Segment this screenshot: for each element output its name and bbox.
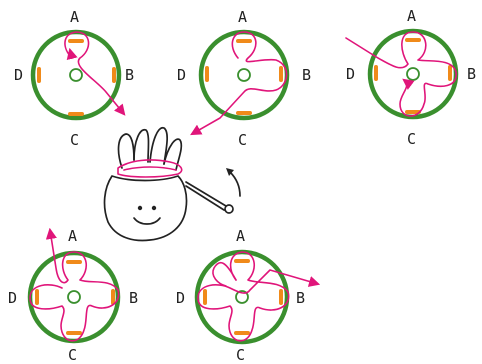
step-1-center [69,68,83,82]
step-4-diagram: A B C D [8,227,138,364]
turn-arrow-icon [226,168,241,197]
step-2-diagram: A B C D [177,8,311,149]
step-5-label-b: B [296,289,305,307]
step-4-center [67,290,81,304]
step-4-ring [27,250,121,344]
step-5-center [235,290,249,304]
step-3-diagram: A B C D [345,7,476,148]
step-5-label-d: D [176,289,185,307]
step-3-label-d: D [346,65,355,83]
step-1-diagram: A B C D [14,8,134,149]
step-2-label-b: B [302,66,311,84]
step-4-label-b: B [129,289,138,307]
step-3-wrap-path [345,31,457,117]
step-2-label-c: C [238,131,247,149]
spool-body [103,175,188,242]
spool-knitter-icon [103,127,188,242]
step-2-label-d: D [177,66,186,84]
step-2-center [237,68,251,82]
step-1-label-c: C [70,131,79,149]
step-2-ring [198,29,290,121]
step-3-center [406,67,420,81]
step-5-wrap-path [197,251,321,342]
step-2-wrap-path [190,31,288,136]
spool-eye-left [137,205,143,211]
step-4-label-c: C [68,346,77,364]
step-4-wrap-path [29,227,120,342]
step-1-label-d: D [14,66,23,84]
spool-eye-right [151,205,157,211]
step-5-diagram: A B C D [176,227,321,364]
step-3-label-b: B [467,65,476,83]
step-1-ring [30,29,122,121]
step-3-label-c: C [407,130,416,148]
step-5-label-c: C [236,346,245,364]
step-5-ring [194,249,290,345]
step-4-label-d: D [8,289,17,307]
step-4-label-a: A [68,227,77,245]
step-2-label-a: A [238,8,247,26]
step-1-label-b: B [125,66,134,84]
crochet-hook-icon [185,181,234,214]
step-5-label-a: A [236,227,245,245]
step-3-label-a: A [407,7,416,25]
step-1-wrap-path [64,31,126,116]
step-3-ring [367,28,459,120]
spool-smile [133,217,161,225]
step-1-label-a: A [70,8,79,26]
